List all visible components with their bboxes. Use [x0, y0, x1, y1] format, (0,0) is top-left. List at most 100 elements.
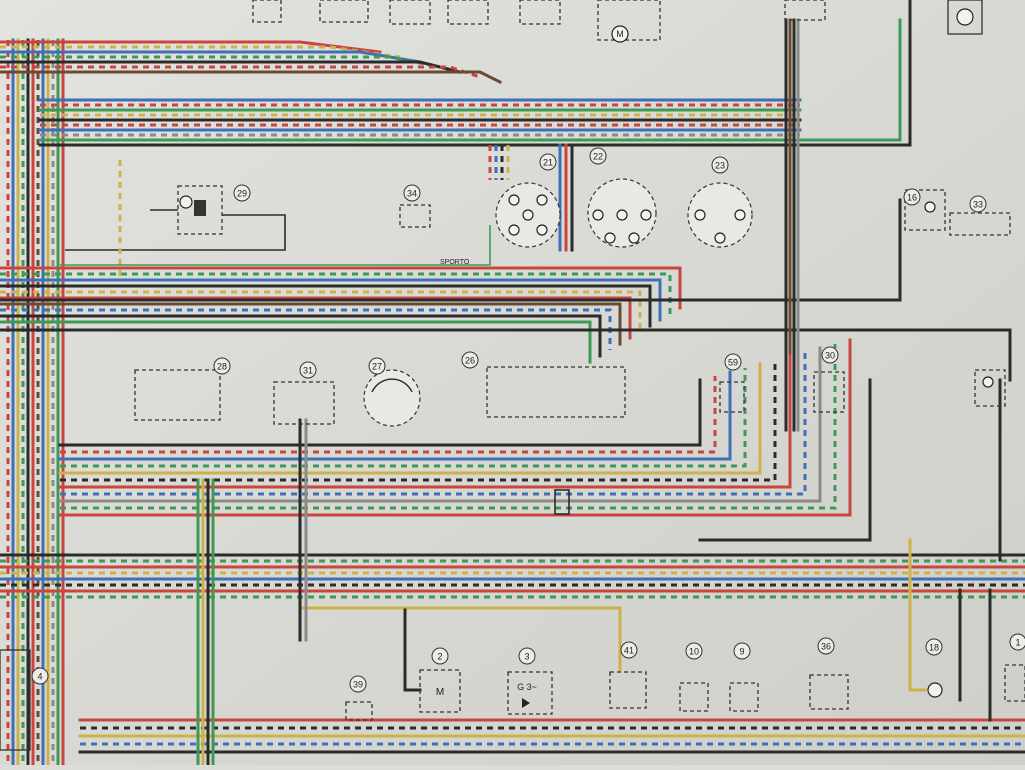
gauge-lamp-icon: [592, 209, 604, 221]
component-number-26: 26: [465, 356, 475, 366]
callout-circle-2: [431, 647, 449, 665]
gauge-lamp-icon: [522, 209, 534, 221]
gauge-lamp-icon: [714, 232, 726, 244]
component-number-9: 9: [739, 647, 744, 657]
component-29-switch-icon: [194, 200, 206, 216]
lower-harness-wire: [58, 338, 852, 517]
component-3-diode-icon: [522, 698, 530, 708]
callout-circle-36: [817, 637, 835, 655]
motor-feed-wire: [403, 608, 422, 692]
callout-circle-41: [620, 641, 638, 659]
lower-harness-wire: [58, 354, 792, 489]
sporto-wire: [60, 225, 491, 266]
component-3-generator-symbol: G 3~: [517, 682, 537, 692]
component-27-dial-arc: [371, 378, 413, 393]
component-number-29: 29: [237, 189, 247, 199]
component-28-box: [134, 369, 221, 421]
upper-black-return: [38, 0, 912, 147]
upper-green-return: [38, 18, 902, 142]
callout-circle-31: [299, 361, 317, 379]
component-number-21: 21: [543, 158, 553, 168]
component-number-4: 4: [37, 672, 42, 682]
component-29-lamp-icon: [179, 195, 193, 209]
component-30-box: [813, 371, 845, 413]
component-number-34: 34: [407, 189, 417, 199]
right-relay-box: [974, 369, 1006, 407]
component-36-box: [809, 674, 849, 710]
component-number-30: 30: [825, 351, 835, 361]
component-number-16: 16: [907, 193, 917, 203]
component-29-wire: [65, 214, 286, 251]
gauge-lamps: [508, 194, 746, 244]
lower-harness-wire: [58, 346, 822, 503]
component-number-10: 10: [689, 647, 699, 657]
callout-circle-29: [233, 184, 251, 202]
component-2-motor-box: [419, 669, 461, 713]
callout-circle-26: [461, 351, 479, 369]
component-number-39: 39: [353, 680, 363, 690]
lower-harness-wire: [60, 360, 777, 482]
component-number-23: 23: [715, 161, 725, 171]
callout-circle-33: [969, 195, 987, 213]
component-3-generator-box: [507, 671, 553, 715]
gauge-lamp-icon: [616, 209, 628, 221]
lower-harness-wire: [58, 378, 702, 447]
gauge-lamp-icon: [628, 232, 640, 244]
callout-circle-22: [589, 147, 607, 165]
component-number-3: 3: [524, 652, 529, 662]
callout-circle-16: [903, 188, 921, 206]
component-number-1: 1: [1015, 638, 1020, 648]
gauge-lamp-icon: [536, 194, 548, 206]
component-number-27: 27: [372, 362, 382, 372]
middle-harness-wire: [0, 284, 652, 328]
callout-circle-1: [1009, 633, 1025, 651]
component-10-box: [679, 682, 709, 712]
wiper-motor-block: [597, 0, 661, 41]
lower-harness-wire: [60, 344, 837, 510]
gauge-lamp-icon: [734, 209, 746, 221]
gauge-lamp-icon: [508, 224, 520, 236]
middle-harness-wire: [0, 266, 682, 310]
callout-circle-18: [925, 638, 943, 656]
top-harness-wire: [0, 60, 462, 74]
component-number-31: 31: [303, 366, 313, 376]
middle-harness-wire: [0, 314, 602, 358]
right-relay-lamp-icon: [982, 376, 994, 388]
middle-harness-wire: [0, 296, 632, 340]
component-number-22: 22: [593, 152, 603, 162]
sporto-label: SPORTO: [440, 259, 470, 266]
yellow-feed-wire: [298, 606, 622, 672]
callout-circle-34: [403, 184, 421, 202]
component-29-box: [177, 185, 223, 235]
lower-harness-wire: [60, 376, 717, 454]
gauge-lamp-icon: [694, 209, 706, 221]
callout-circle-39: [349, 675, 367, 693]
top-relay-block-6: [784, 0, 826, 21]
callout-circle-23: [711, 156, 729, 174]
component-number-36: 36: [821, 642, 831, 652]
component-31-box: [273, 381, 335, 425]
component-16-lamp-icon: [924, 201, 936, 213]
middle-harness-wire: [0, 278, 662, 322]
wiper-motor-symbol: [611, 25, 629, 43]
component-number-18: 18: [929, 643, 939, 653]
middle-black-bus: [0, 198, 902, 302]
middle-harness-wire: [0, 290, 642, 332]
component-27-rotary-switch: [363, 369, 421, 427]
middle-long-black: [0, 328, 1012, 382]
lower-harness-wire: [58, 362, 762, 475]
gauge-lamp-icon: [508, 194, 520, 206]
callout-circle-28: [213, 357, 231, 375]
component-4-block: [0, 649, 31, 751]
top-relay-block-4: [447, 0, 489, 25]
callout-circle-3: [518, 647, 536, 665]
component-number-28: 28: [217, 362, 227, 372]
component-number-2: 2: [437, 652, 442, 662]
components: M M: [0, 0, 1025, 751]
gauge-lamp-icon: [640, 209, 652, 221]
callout-circle-21: [539, 153, 557, 171]
component-33-box: [949, 212, 1011, 236]
